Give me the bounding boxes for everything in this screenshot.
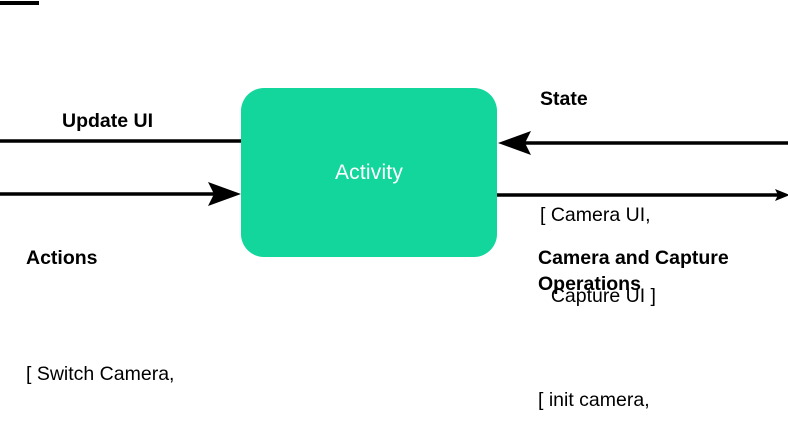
node-activity[interactable]: Activity	[241, 88, 497, 257]
edge-arrowhead-camera-operations	[775, 189, 788, 201]
block-camera-operations-title: Camera and Capture Operations	[538, 247, 735, 295]
edge-arrowhead-state	[498, 131, 531, 155]
block-state: State [ Camera UI, Capture UI ]	[540, 50, 780, 400]
block-actions-list: [ Switch Camera, Shutter Button Click, C…	[26, 307, 326, 444]
edge-arrowhead-actions	[208, 182, 241, 206]
list-item: Capture UI ]	[540, 285, 656, 307]
block-camera-operations: Camera and Capture Operations [ init cam…	[538, 209, 788, 444]
node-activity-label: Activity	[334, 161, 404, 184]
list-item: [ init camera,	[538, 389, 650, 411]
block-actions-title: Actions	[26, 247, 98, 269]
block-state-title: State	[540, 88, 588, 110]
edge-label-update-ui: Update UI	[62, 110, 154, 132]
block-state-list: [ Camera UI, Capture UI ]	[540, 148, 780, 364]
list-item: [ Camera UI,	[540, 204, 651, 226]
block-actions: Actions [ Switch Camera, Shutter Button …	[26, 209, 326, 444]
block-camera-operations-list: [ init camera, start preview, stop previ…	[538, 333, 788, 444]
list-item: [ Switch Camera,	[26, 363, 175, 385]
